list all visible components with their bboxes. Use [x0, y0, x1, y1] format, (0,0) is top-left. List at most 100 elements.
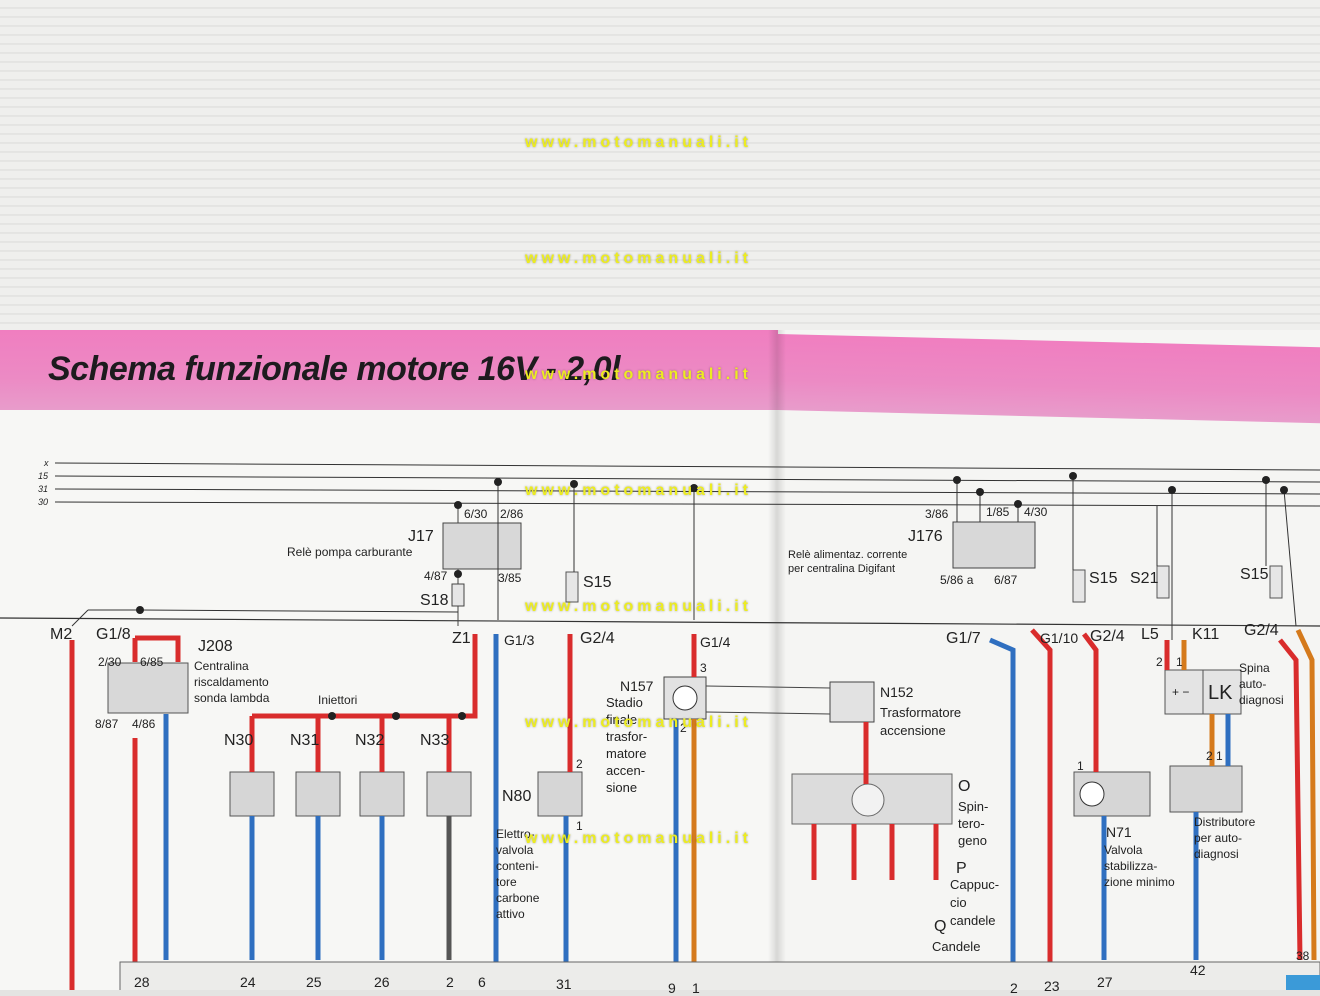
- connector-k11: K11: [1192, 626, 1220, 643]
- j176-pin-430: 4/30: [1024, 505, 1048, 519]
- iniettori-label: Iniettori: [318, 693, 358, 707]
- j208-pin-685: 6/85: [140, 655, 164, 669]
- j17-pin-385: 3/85: [498, 571, 522, 585]
- pin-n80-1: 1: [576, 819, 583, 833]
- fuses-right: [565, 565, 1283, 603]
- bottom-num-31: 31: [556, 976, 572, 992]
- j17-pin-286: 2/86: [500, 507, 524, 521]
- connector-g24-far: G2/4: [1244, 622, 1279, 639]
- watermark-7: www.motomanuali.it: [525, 830, 752, 847]
- injector-n30: N30: [224, 732, 254, 749]
- s15-label-right: S15: [1089, 570, 1118, 587]
- junction-dots: [136, 472, 1288, 720]
- wires: [69, 628, 1317, 990]
- j176-code: J176: [908, 528, 943, 545]
- j176-pin-185: 1/85: [986, 505, 1010, 519]
- lk-label: LK: [1208, 682, 1233, 704]
- injector-n32: N32: [355, 732, 385, 749]
- j208-pin-887: 8/87: [95, 717, 119, 731]
- relay-j208: [107, 662, 189, 714]
- n152-box: [829, 681, 875, 723]
- page-title: Schema funzionale motore 16V - 2,0l: [48, 350, 621, 388]
- watermark-1: www.motomanuali.it: [525, 134, 752, 151]
- n152-code: N152: [880, 684, 914, 700]
- bottom-num-28: 28: [134, 974, 150, 990]
- j208-desc-2: riscaldamento: [194, 675, 269, 689]
- j176-pin-386: 3/86: [925, 507, 949, 521]
- connector-g18: G1/8: [96, 626, 131, 643]
- pin-diag-2: 2: [1206, 749, 1213, 763]
- watermark-4: www.motomanuali.it: [525, 482, 752, 499]
- connector-z1: Z1: [452, 630, 471, 647]
- left-page: [0, 330, 780, 990]
- j17-pin-487: 4/87: [424, 569, 448, 583]
- bottom-num-38: 38: [1296, 949, 1310, 963]
- n157-code: N157: [620, 678, 654, 694]
- q-desc: Candele: [932, 939, 981, 954]
- injector-n31: N31: [290, 732, 320, 749]
- j208-pin-486: 4/86: [132, 717, 156, 731]
- pin-n80-2: 2: [576, 757, 583, 771]
- q-code: Q: [934, 918, 947, 935]
- bottom-num-25: 25: [306, 974, 322, 990]
- plus-minus-label: + −: [1172, 685, 1190, 699]
- connector-strip: [119, 961, 1320, 990]
- j208-code: J208: [198, 638, 233, 655]
- j208-desc-1: Centralina: [194, 659, 249, 673]
- injector-boxes: [229, 771, 583, 817]
- connector-m2: M2: [50, 626, 73, 643]
- bottom-num-2-right: 2: [1010, 980, 1018, 996]
- watermark-5: www.motomanuali.it: [525, 598, 752, 615]
- diag-distributor-box: [1169, 765, 1243, 813]
- relay-j176: [952, 521, 1036, 569]
- j208-pin-230: 2/30: [98, 655, 122, 669]
- n80-code: N80: [502, 788, 532, 805]
- o-desc: Spin-tero-geno: [958, 799, 989, 848]
- j17-code: J17: [408, 528, 434, 545]
- pin-n157-3: 3: [700, 661, 707, 675]
- j17-desc: Relè pompa carburante: [287, 545, 413, 559]
- bus-label-31: 31: [38, 484, 49, 494]
- bottom-num-24: 24: [240, 974, 256, 990]
- s15-label-left: S15: [583, 574, 612, 591]
- page-tab: [1286, 975, 1320, 990]
- bus-label-30: 30: [38, 497, 49, 507]
- pin-k11-1: 1: [1176, 655, 1183, 669]
- bottom-num-23: 23: [1044, 978, 1060, 994]
- bottom-num-9: 9: [668, 980, 676, 996]
- bottom-num-2: 2: [446, 974, 454, 990]
- connector-g110: G1/10: [1040, 630, 1079, 646]
- bottom-num-27: 27: [1097, 974, 1113, 990]
- bus-label-15: 15: [38, 471, 49, 481]
- feed-lines: [71, 476, 1297, 640]
- watermark-6: www.motomanuali.it: [525, 714, 752, 731]
- bottom-num-1: 1: [692, 980, 700, 996]
- pin-l5-2: 2: [1156, 655, 1163, 669]
- pin-n157-2: 2: [680, 721, 687, 735]
- connector-g24: G2/4: [580, 630, 615, 647]
- connector-g14: G1/4: [700, 634, 731, 650]
- j208-desc-3: sonda lambda: [194, 691, 270, 705]
- bus-label-x: x: [44, 458, 49, 468]
- background-surface: [0, 0, 1320, 350]
- title-band-left: [0, 330, 778, 410]
- bottom-num-6: 6: [478, 974, 486, 990]
- s21-label: S21: [1130, 570, 1159, 587]
- connector-l5: L5: [1141, 626, 1159, 643]
- j176-pin-687: 6/87: [994, 573, 1018, 587]
- bus-lines: [0, 462, 1320, 627]
- s15-label-far: S15: [1240, 566, 1269, 583]
- p-code: P: [956, 860, 967, 877]
- j176-pin-586a: 5/86 a: [940, 573, 974, 587]
- connector-g13: G1/3: [504, 632, 535, 648]
- bottom-num-42: 42: [1190, 962, 1206, 978]
